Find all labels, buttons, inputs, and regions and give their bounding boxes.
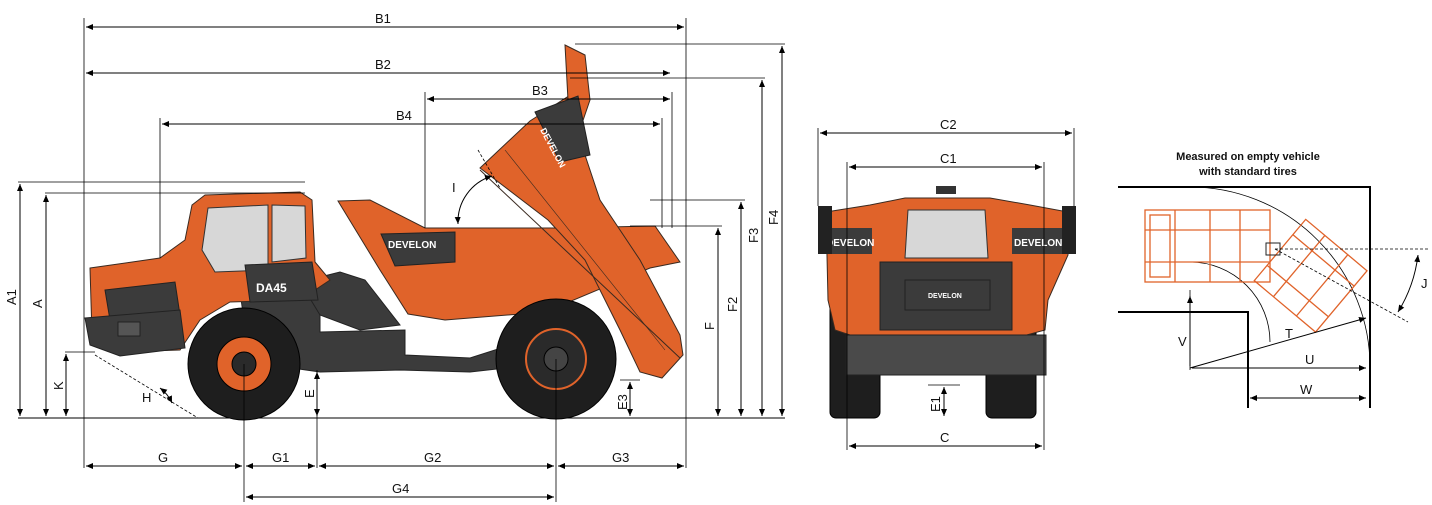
- label-b1: B1: [375, 11, 391, 26]
- label-a1: A1: [4, 289, 19, 305]
- front-view: DEVELON DEVELON DEVELON C2 C1 C E1: [817, 117, 1076, 450]
- label-j: J: [1421, 276, 1428, 291]
- label-f2: F2: [725, 297, 740, 312]
- label-b3: B3: [532, 83, 548, 98]
- label-f: F: [702, 322, 717, 330]
- label-g3: G3: [612, 450, 629, 465]
- right-brand-label: DEVELON: [1014, 238, 1062, 249]
- side-view: DEVELON DEVELON DA45: [4, 11, 785, 502]
- label-g1: G1: [272, 450, 289, 465]
- label-g2: G2: [424, 450, 441, 465]
- label-e3: E3: [615, 394, 630, 410]
- label-f3: F3: [746, 228, 761, 243]
- label-c2: C2: [940, 117, 957, 132]
- note-line1: Measured on empty vehicle: [1176, 151, 1320, 163]
- turning-diagram: Measured on empty vehicle with standard …: [1118, 151, 1430, 408]
- label-t: T: [1285, 326, 1293, 341]
- label-c1: C1: [940, 151, 957, 166]
- label-e: E: [302, 389, 317, 398]
- model-badge: DA45: [256, 281, 287, 295]
- label-i: I: [452, 180, 456, 195]
- label-e1: E1: [928, 396, 943, 412]
- dump-body: DEVELON DEVELON: [337, 44, 684, 379]
- label-g: G: [158, 450, 168, 465]
- left-brand-label: DEVELON: [826, 238, 874, 249]
- label-v: V: [1178, 334, 1187, 349]
- label-w: W: [1300, 382, 1313, 397]
- note-line2: with standard tires: [1198, 166, 1297, 178]
- turning-vehicle: [1144, 209, 1368, 333]
- side-brand-label: DEVELON: [388, 240, 436, 251]
- label-b2: B2: [375, 57, 391, 72]
- label-a: A: [30, 299, 45, 308]
- cab: DA45: [84, 191, 331, 357]
- label-k: K: [51, 381, 66, 390]
- label-b4: B4: [396, 108, 412, 123]
- label-u: U: [1305, 352, 1314, 367]
- label-c: C: [940, 430, 949, 445]
- label-f4: F4: [766, 210, 781, 225]
- label-h: H: [142, 390, 151, 405]
- front-brand-label: DEVELON: [928, 293, 962, 300]
- label-g4: G4: [392, 481, 409, 496]
